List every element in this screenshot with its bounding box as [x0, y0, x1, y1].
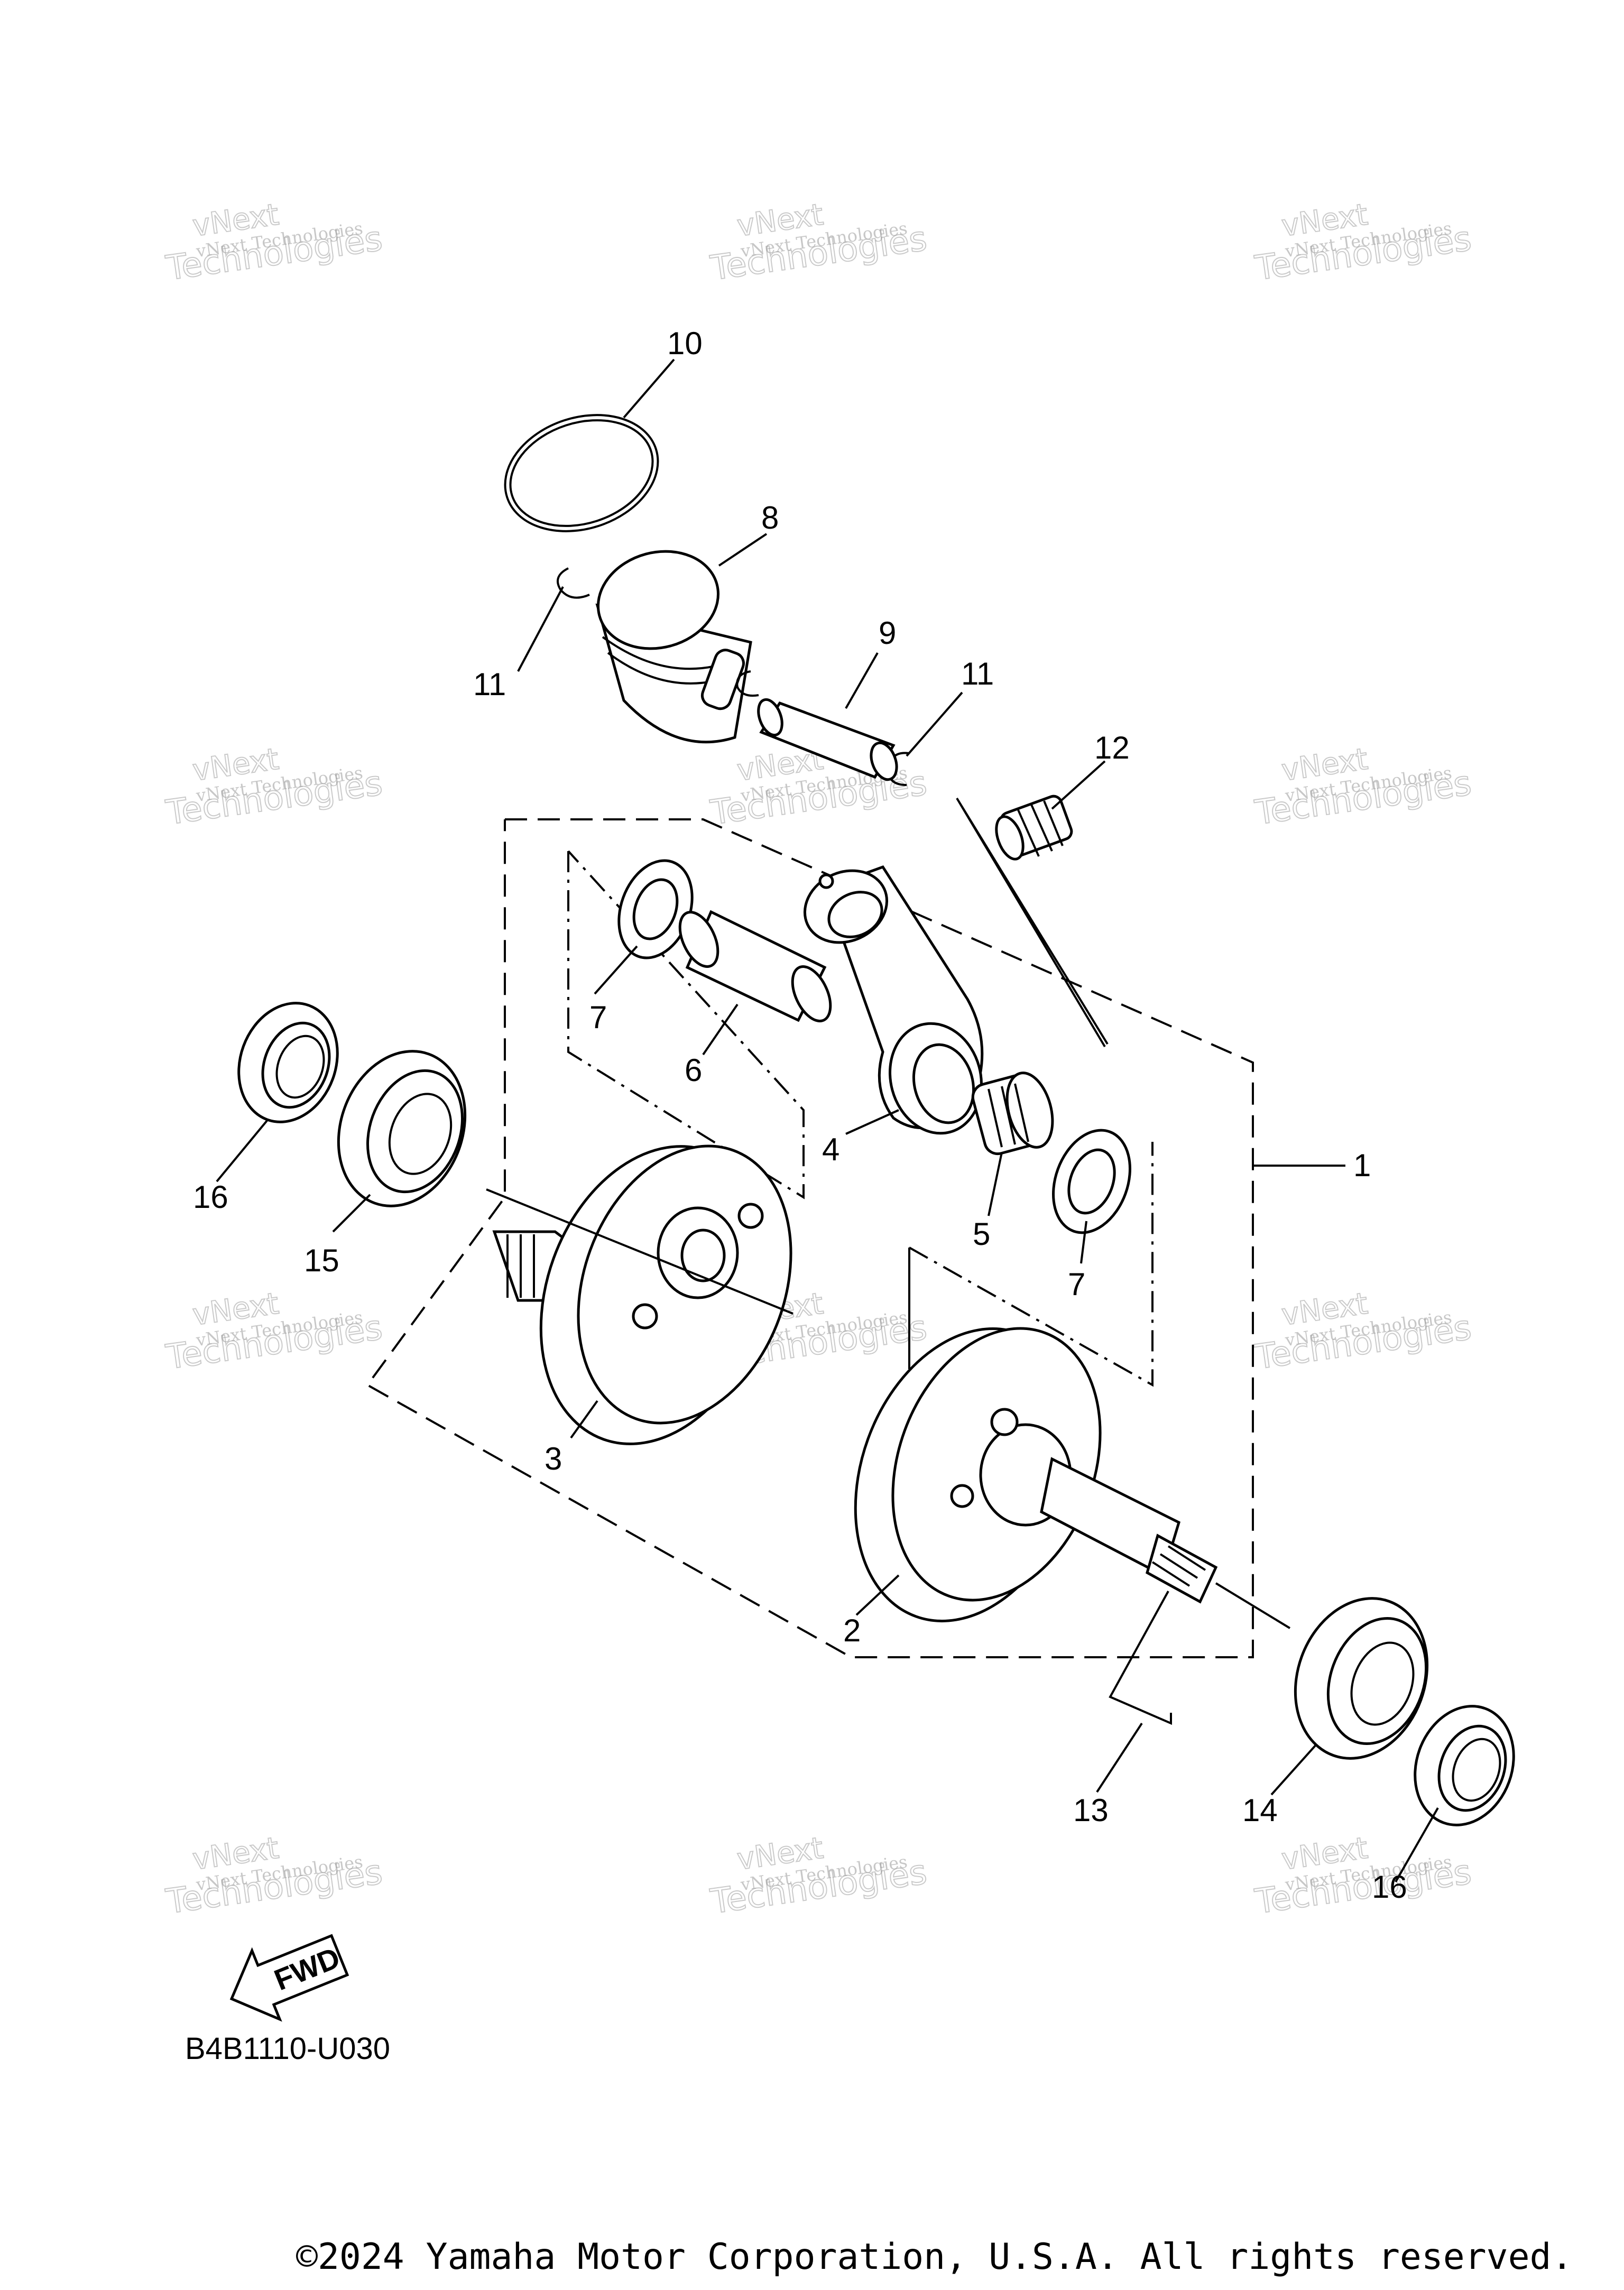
washer-group-outline	[909, 1142, 1154, 1387]
diagram-code: B4B1110-U030	[185, 2032, 390, 2066]
watermarks: vNext Technologies vNext Technologies vN…	[163, 197, 1474, 1923]
oil-seal-right	[1414, 1705, 1515, 1826]
callout-11: 11	[961, 656, 994, 691]
woodruff-key	[1109, 1591, 1172, 1725]
big-end-bearing	[971, 1072, 1054, 1156]
callout-5: 5	[973, 1216, 990, 1252]
bearing-group-outline	[956, 797, 1109, 1048]
callout-13: 13	[1073, 1793, 1109, 1828]
callout-7: 7	[589, 1000, 607, 1035]
circlip-left	[557, 567, 590, 599]
callout-12: 12	[1094, 730, 1130, 765]
copyright-notice: ©2024 Yamaha Motor Corporation, U.S.A. A…	[296, 2236, 1573, 2278]
piston-ring	[504, 414, 659, 532]
oil-seal-left	[237, 1002, 339, 1123]
crank-half-right	[854, 1327, 1291, 1629]
callout-8: 8	[761, 500, 779, 535]
watermark: vNext Technologies vNext Technologies	[163, 1831, 385, 1923]
bearing-right	[1294, 1597, 1429, 1760]
watermark: vNext Technologies vNext Technologies	[163, 742, 385, 834]
callout-4: 4	[822, 1132, 839, 1167]
watermark: vNext Technologies vNext Technologies	[1252, 742, 1474, 834]
crankshaft-assembly-outline	[366, 818, 1254, 1658]
callout-2: 2	[843, 1613, 861, 1648]
callout-9: 9	[879, 615, 896, 651]
watermark: vNext Technologies vNext Technologies	[1252, 1286, 1474, 1378]
watermark: vNext Technologies vNext Technologies	[707, 197, 929, 289]
leader-lines	[216, 358, 1439, 1882]
callout-16: 16	[1372, 1869, 1407, 1905]
callout-14: 14	[1242, 1793, 1278, 1828]
crank-half-left	[486, 1144, 793, 1445]
small-end-bearing	[995, 795, 1073, 861]
callout-15: 15	[304, 1243, 339, 1278]
thrust-washer-lower	[1052, 1129, 1131, 1234]
watermark: vNext Technologies vNext Technologies	[163, 197, 385, 289]
callout-6: 6	[685, 1052, 702, 1088]
watermark: vNext Technologies vNext Technologies	[707, 1831, 929, 1923]
piston-pin	[757, 698, 898, 781]
thrust-washer-upper	[617, 859, 694, 959]
callout-1: 1	[1353, 1148, 1371, 1183]
watermark: vNext Technologies vNext Technologies	[163, 1286, 385, 1378]
watermark: vNext Technologies vNext Technologies	[1252, 197, 1474, 289]
callouts: 10 8 11 9 11 12 7 6 4 5 7 1 16 15 3 2 13…	[193, 326, 1407, 1905]
fwd-arrow: FWD	[229, 1934, 349, 2022]
callout-11: 11	[473, 667, 506, 702]
bearing-left	[337, 1050, 467, 1207]
callout-3: 3	[545, 1441, 562, 1476]
watermark: vNext Technologies vNext Technologies	[1252, 1831, 1474, 1923]
callout-7: 7	[1068, 1267, 1085, 1302]
crank-pin	[678, 910, 832, 1022]
piston	[595, 550, 752, 744]
callout-16: 16	[193, 1179, 228, 1215]
circlip-piston	[736, 670, 759, 697]
callout-10: 10	[667, 326, 703, 361]
connecting-rod	[803, 865, 984, 1135]
